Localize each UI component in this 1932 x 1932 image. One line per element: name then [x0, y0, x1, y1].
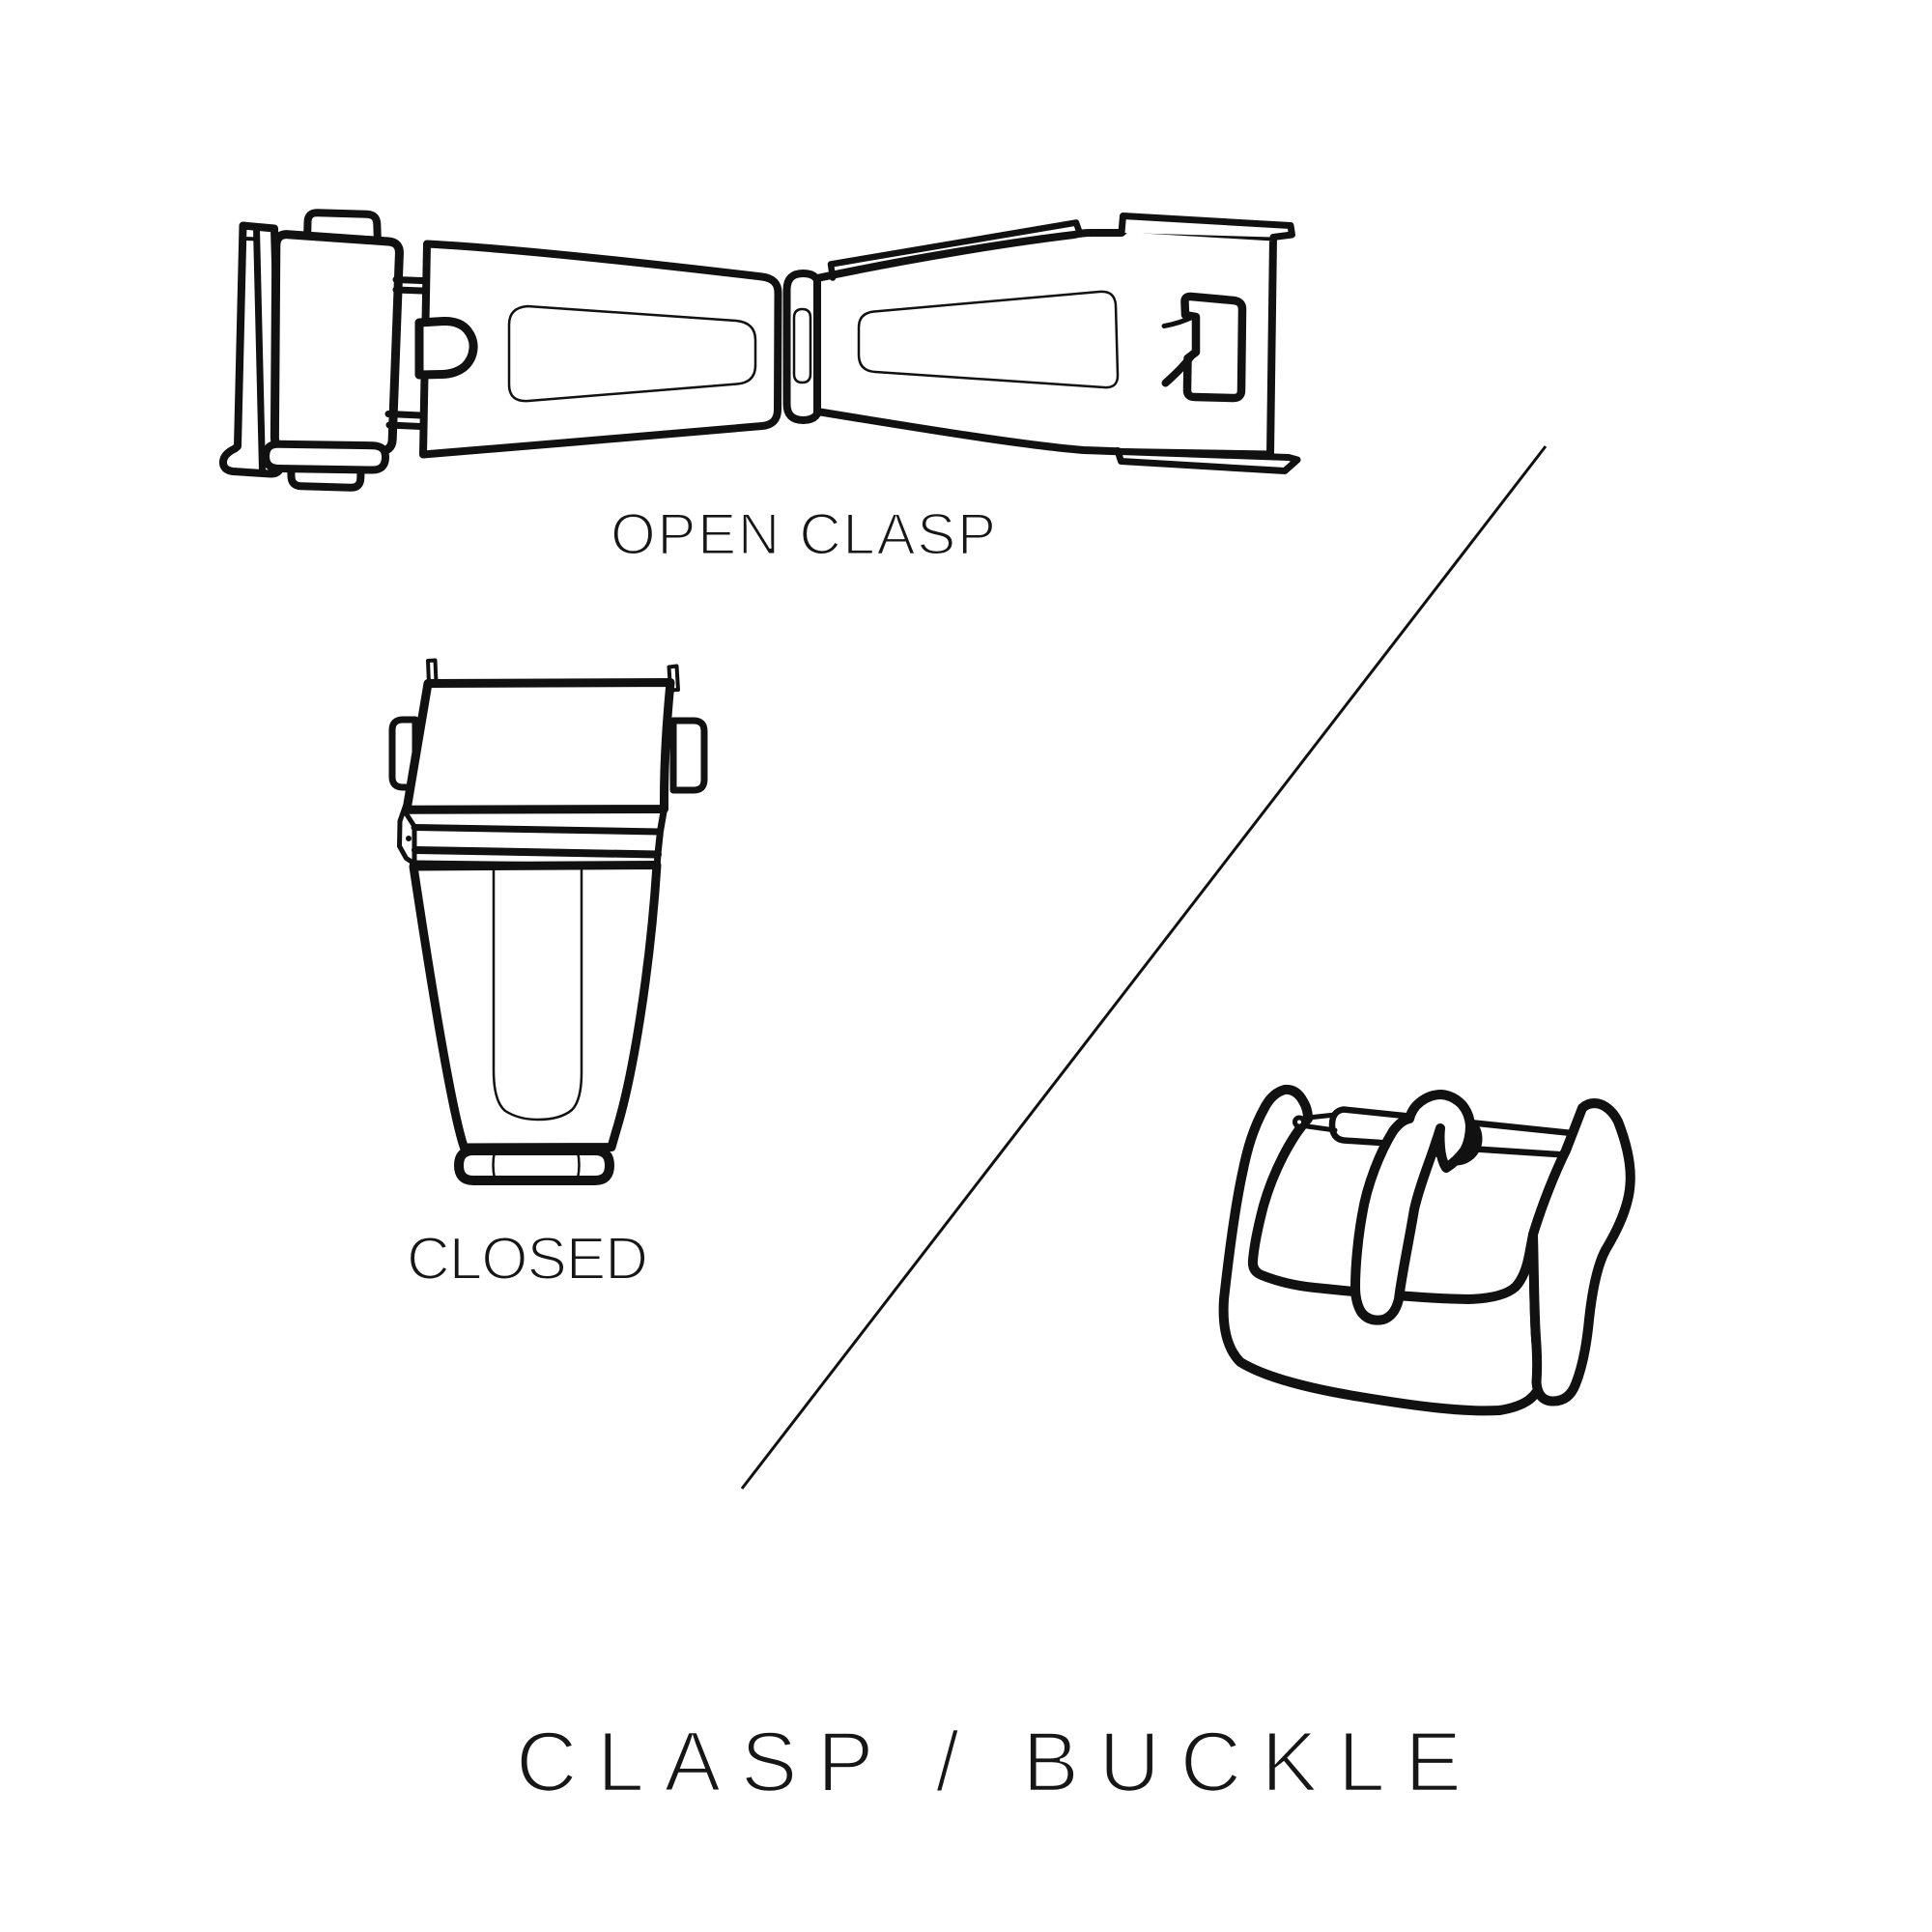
- svg-text:OPEN CLASP: OPEN CLASP: [611, 502, 996, 567]
- svg-text:CLASP / BUCKLE: CLASP / BUCKLE: [516, 1714, 1462, 1809]
- svg-text:CLOSED: CLOSED: [407, 1226, 648, 1293]
